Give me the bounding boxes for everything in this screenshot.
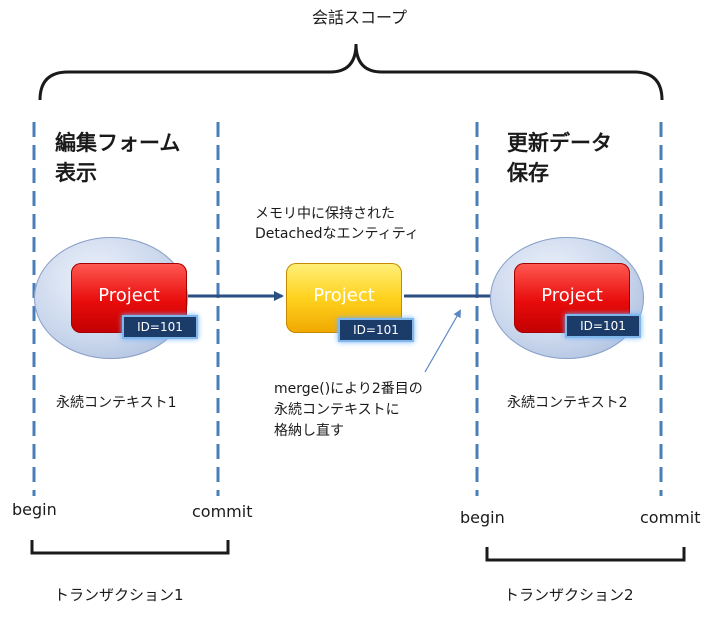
right-title-line1: 更新データ: [507, 131, 612, 155]
commit-label-1: commit: [192, 502, 253, 521]
transaction-label-1: トランザクション1: [54, 586, 184, 604]
entity-id-right: ID=101: [565, 314, 641, 338]
scope-title: 会話スコープ: [311, 8, 408, 27]
right-section-title: 更新データ 保存: [507, 128, 612, 188]
left-section-title: 編集フォーム 表示: [55, 128, 180, 188]
transaction-bracket-2: [485, 547, 686, 562]
begin-label-2: begin: [460, 508, 505, 527]
project-label: Project: [313, 285, 375, 306]
transaction-boundaries: [32, 122, 663, 496]
transaction-bracket-1: [30, 540, 230, 555]
context-label-2: 永続コンテキスト2: [507, 395, 628, 411]
merge-note-line1: merge()により2番目の: [274, 381, 423, 397]
merge-note-line3: 格納し直す: [274, 423, 344, 439]
context-label-1: 永続コンテキスト1: [56, 395, 177, 411]
begin-label-1: begin: [12, 500, 57, 519]
commit-label-2: commit: [640, 508, 701, 527]
merge-pointer: [424, 309, 461, 373]
right-title-line2: 保存: [507, 161, 549, 185]
detached-note-line2: Detachedなエンティティ: [255, 226, 419, 242]
transaction-label-2: トランザクション2: [504, 586, 634, 604]
entity-id-detached: ID=101: [338, 318, 414, 342]
merge-note: merge()により2番目の 永続コンテキストに 格納し直す: [274, 379, 423, 442]
left-title-line1: 編集フォーム: [55, 131, 181, 155]
left-title-line2: 表示: [55, 161, 97, 185]
entity-id-left: ID=101: [122, 315, 198, 339]
detached-note-line1: メモリ中に保持された: [255, 206, 395, 222]
project-label: Project: [541, 285, 603, 306]
detached-note: メモリ中に保持された Detachedなエンティティ: [255, 204, 419, 244]
project-label: Project: [98, 285, 160, 306]
scope-brace: [38, 43, 664, 101]
merge-note-line2: 永続コンテキストに: [274, 402, 400, 418]
